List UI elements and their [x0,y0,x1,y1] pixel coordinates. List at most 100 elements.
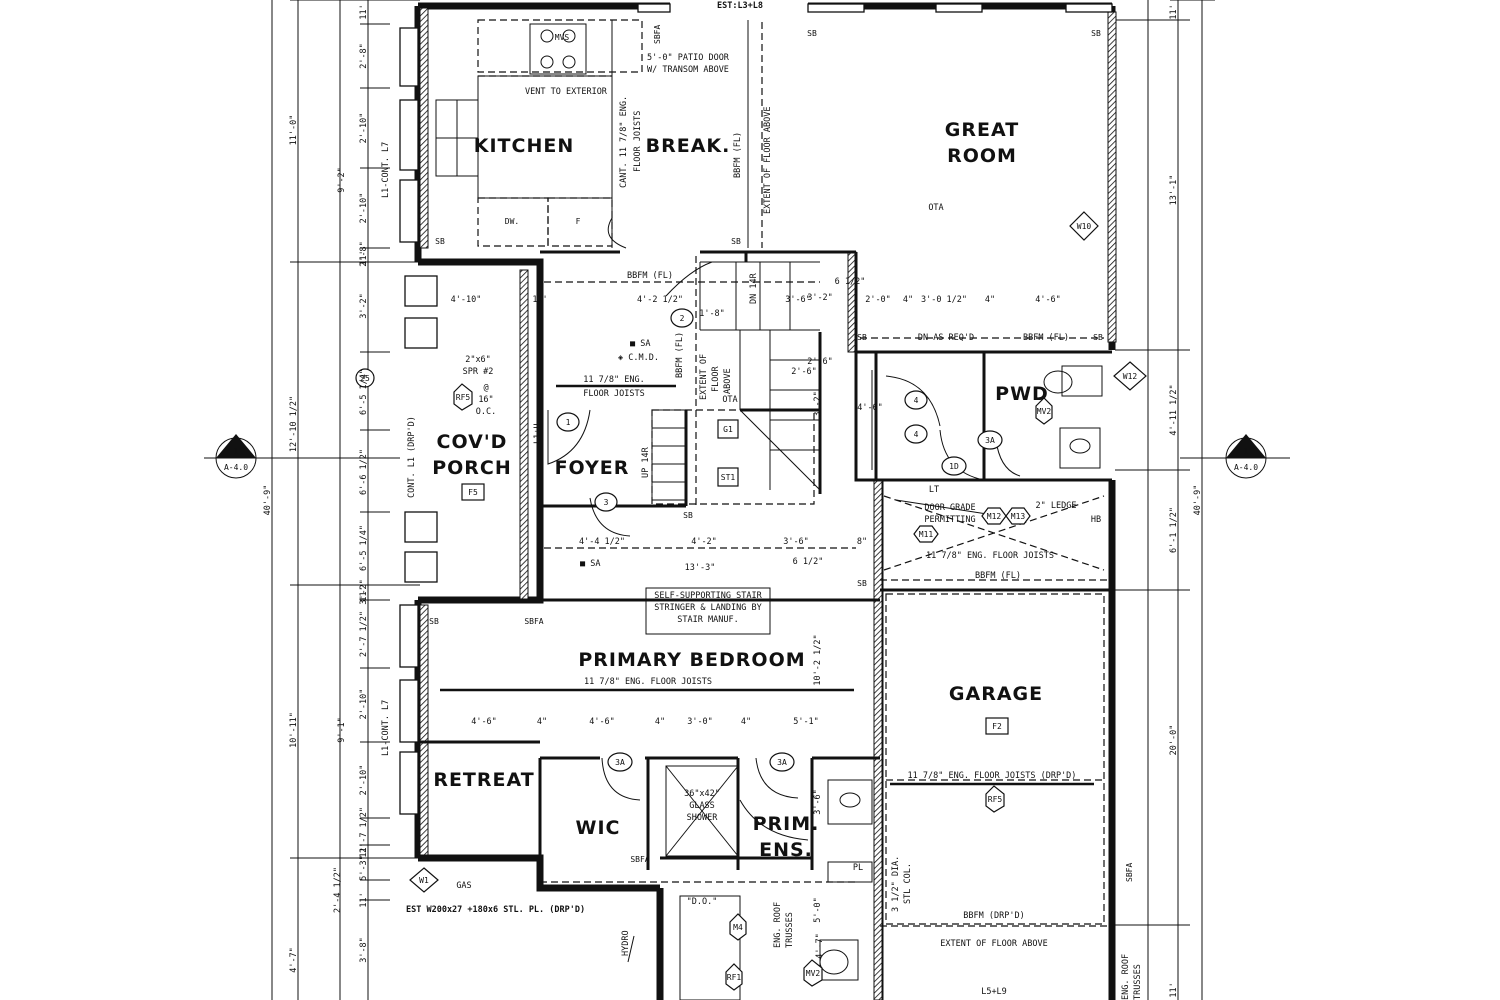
svg-text:SBFA: SBFA [1125,863,1134,882]
svg-text:BBFM (FL): BBFM (FL) [733,132,743,178]
dimension-label: 20'-0" [1169,725,1179,756]
dimension-label: 5'-3" [359,855,369,881]
svg-text:11 7/8" ENG. FLOOR JOISTS: 11 7/8" ENG. FLOOR JOISTS [926,551,1054,561]
svg-text:3A: 3A [615,758,625,767]
dimension-label: 6'-6 1/2" [359,449,369,495]
dimension-label: 3'-2" [813,391,823,417]
svg-text:1: 1 [566,418,571,427]
stairs [651,261,821,505]
svg-text:SBFA: SBFA [524,617,543,626]
svg-text:FLOOR: FLOOR [711,366,721,392]
svg-text:EXTENT OF: EXTENT OF [699,354,709,400]
dimension-label: 3'-0" [687,717,713,727]
svg-text:STRINGER & LANDING BY: STRINGER & LANDING BY [654,603,761,613]
tag-g1 [717,419,739,439]
door-tag-2 [670,308,694,328]
dimensions-left-outer: 11'-0"9'-2"12'-10 1/2"40'-9"10'-11"9'-1"… [263,115,347,973]
svg-text:HB: HB [1091,515,1101,525]
svg-text:SBFA: SBFA [653,25,662,44]
svg-text:DN 14R: DN 14R [749,272,759,304]
svg-text:SBFA: SBFA [630,855,649,864]
room-ens-line2: ENS. [759,839,813,861]
svg-text:3: 3 [604,498,609,507]
dimension-label: 11' [1169,4,1179,19]
dimension-label: 3'-8" [359,937,369,963]
room-primary-bedroom: PRIMARY BEDROOM [578,649,805,671]
svg-text:O.C.: O.C. [476,407,496,417]
dimensions-inner: 4'-10"11'4'-2 1/2"1'-8"3'-6"3'-2"2'-6"6 … [451,277,1061,959]
dimension-label: 2'-6" [791,367,817,377]
dimension-label: 2'-6" [807,357,833,367]
dimension-label: 6'-1 1/2" [1169,507,1179,553]
svg-text:■ SA: ■ SA [630,339,650,349]
interior-walls [418,250,1112,870]
dimension-label: 3'-6" [783,537,809,547]
svg-text:ST1: ST1 [721,473,736,482]
svg-text:1: 1 [1244,447,1249,456]
dimension-label: 9'-1" [337,717,347,743]
svg-text:SELF-SUPPORTING STAIR: SELF-SUPPORTING STAIR [654,591,762,601]
svg-text:M4: M4 [733,923,743,932]
svg-text:OTA: OTA [928,203,943,213]
svg-text:RF1: RF1 [727,973,742,982]
svg-text:25: 25 [360,374,370,383]
dimensions-right: 11'13'-1"4'-11 1/2"6'-1 1/2"40'-9"20'-0"… [1169,4,1203,997]
svg-text:SB: SB [1093,333,1103,342]
dimension-label: 4'-7" [815,933,825,959]
svg-text:5'-0" PATIO DOOR: 5'-0" PATIO DOOR [647,53,730,63]
svg-text:ENG. ROOF: ENG. ROOF [773,902,783,948]
dimension-label: 3'-2" [807,293,833,303]
svg-text:FLOOR JOISTS: FLOOR JOISTS [583,389,644,399]
dimension-label: 3'-6" [785,295,811,305]
svg-text:M11: M11 [919,530,934,539]
tag-m4 [729,913,747,941]
svg-text:BBFM (FL): BBFM (FL) [975,571,1021,581]
svg-text:W10: W10 [1077,222,1092,231]
dimension-label: 2'-10" [359,689,369,720]
svg-text:MVS: MVS [555,33,570,42]
dimension-label: 40'-9" [263,485,273,516]
svg-text:"D.O.": "D.O." [687,897,718,907]
svg-text:4: 4 [914,396,919,405]
svg-text:RF5: RF5 [988,795,1003,804]
svg-text:A-4.0: A-4.0 [1234,463,1258,472]
section-marker-left: 1 A-4.0 [204,434,400,479]
svg-text:SB: SB [435,237,445,246]
tags: W10 W12 W1 MV2 MV2 RF5 RF5 RF1 M4 F5 F2 … [355,211,1147,991]
dimension-label: 11'-0" [289,115,299,146]
door-tag-3a-ens [769,752,795,772]
room-ens-line1: PRIM. [753,813,820,835]
door-tag-3a-wic [607,752,633,772]
tag-rf1 [725,963,743,991]
window-tag-w10 [1069,211,1099,241]
room-great-line2: ROOM [947,145,1017,167]
svg-text:DW.: DW. [505,217,519,226]
dimension-label: 6'-5 1/4" [359,525,369,571]
svg-text:1: 1 [234,447,239,456]
dimension-label: 5'-1" [793,717,819,727]
room-kitchen: KITCHEN [474,135,574,157]
room-pwd: PWD [995,383,1049,405]
svg-text:L1+U: L1+U [533,424,543,444]
svg-text:◈ C.M.D.: ◈ C.M.D. [618,353,659,363]
dimension-label: 2'-7 1/2" [359,611,369,657]
svg-text:A-4.0: A-4.0 [224,463,248,472]
svg-text:SB: SB [1091,29,1101,38]
dimension-label: 3'-2" [359,579,369,605]
svg-text:BBFM (FL): BBFM (FL) [1023,333,1069,343]
svg-text:PL: PL [853,863,863,873]
svg-text:3A: 3A [777,758,787,767]
svg-text:TRUSSES: TRUSSES [785,912,795,948]
tag-mv2-ens [803,959,823,987]
dimension-label: 4" [903,295,913,305]
svg-text:L1-CONT. L7: L1-CONT. L7 [381,142,391,198]
section-marker-right: 1 A-4.0 [1180,434,1290,479]
svg-text:PERMITTING: PERMITTING [924,515,975,525]
room-break: BREAK. [646,135,731,157]
svg-text:4: 4 [914,430,919,439]
dimension-label: 11' [532,295,547,305]
dimension-label: 8" [857,537,867,547]
dimension-lines-left [271,0,420,1000]
dimension-label: 4" [985,295,995,305]
